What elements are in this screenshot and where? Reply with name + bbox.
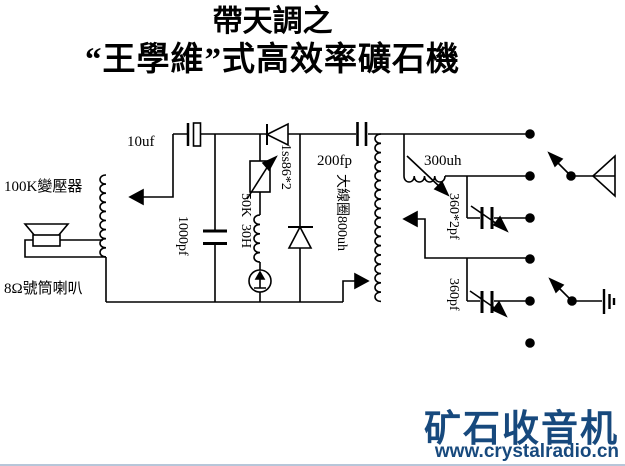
diodes-label: 1ss86*2 <box>278 144 293 190</box>
potentiometer-label: 50K <box>238 193 253 218</box>
antenna-icon <box>547 151 616 198</box>
antenna-cap-label: 200fp <box>317 153 352 169</box>
electrolytic-capacitor-icon <box>186 122 202 147</box>
bottom-divider <box>0 464 625 466</box>
title-line-2: “王學維”式高效率礦石機 <box>85 42 460 78</box>
capacitor-icon <box>356 122 368 146</box>
diode-icon <box>265 122 289 147</box>
variable-capacitor-icon <box>470 205 509 233</box>
bypass-cap-label: 1000pf <box>175 216 190 256</box>
junction-dot-icon <box>525 129 535 348</box>
tap-arrow-icon <box>354 272 370 290</box>
tuning-cap-double-label: 360*2pf <box>446 193 461 240</box>
shunt-diode-icon <box>287 225 313 249</box>
variable-inductor-icon <box>403 155 450 197</box>
choke-coil-icon <box>253 214 261 263</box>
watermark-site-name: 矿石收音机 <box>424 408 619 449</box>
speaker-label: 8Ω號筒喇叭 <box>4 281 83 297</box>
watermark-site-url: www.crystalradio.cn <box>434 441 619 462</box>
choke-label: 30H <box>238 224 253 249</box>
main-coil-icon <box>374 133 382 303</box>
coupling-cap-label: 10uf <box>127 134 155 150</box>
antenna-coil-label: 300uh <box>424 153 462 169</box>
horn-speaker-icon <box>23 223 70 247</box>
meter-icon <box>248 269 272 293</box>
main-coil-label: 大線圈800uh <box>334 174 349 251</box>
tuning-cap-single-label: 360pf <box>446 278 461 311</box>
variable-capacitor-icon <box>469 290 508 318</box>
wire <box>24 133 530 303</box>
earth-ground-icon <box>548 277 616 314</box>
tap-arrow-icon <box>402 210 418 228</box>
page-title: 帶天調之 “王學維”式高效率礦石機 <box>0 2 545 80</box>
transformer-label: 100K變壓器 <box>4 179 83 195</box>
transformer-coil-icon <box>99 174 107 258</box>
tap-arrow-icon <box>128 188 144 206</box>
potentiometer-icon <box>246 155 278 200</box>
capacitor-icon <box>203 229 227 245</box>
title-line-1: 帶天調之 <box>212 5 333 38</box>
